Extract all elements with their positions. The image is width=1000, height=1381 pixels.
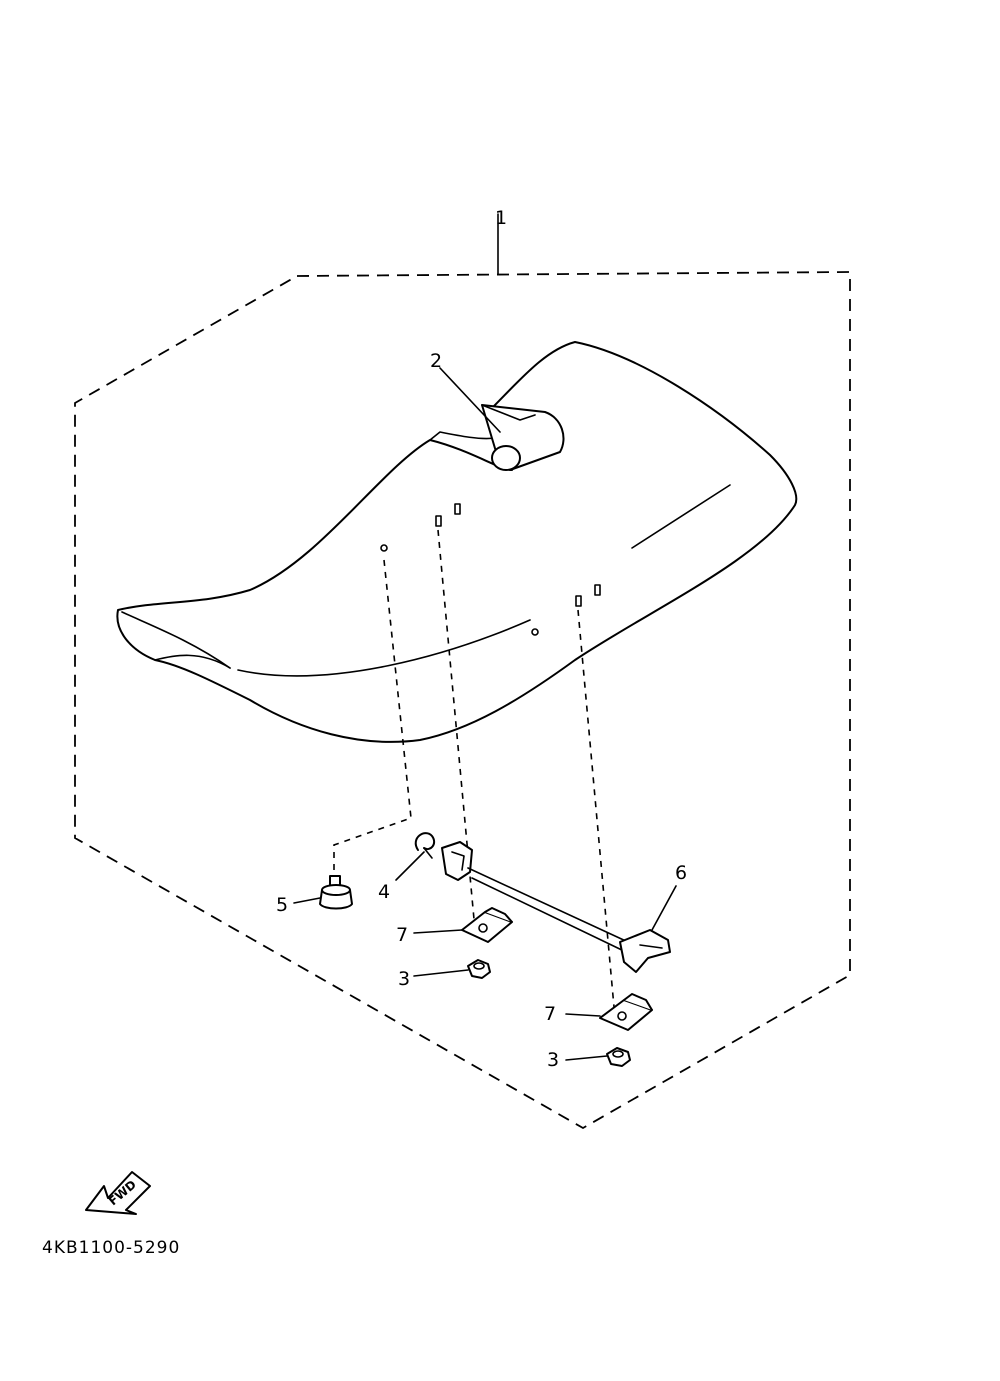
callout-6: 6: [675, 862, 687, 884]
callout-3a: 3: [398, 968, 410, 990]
seat-studs: [380, 503, 601, 636]
seat: [116, 341, 798, 743]
callout-1: 1: [495, 207, 507, 229]
seat-strap: [481, 404, 565, 471]
clip: [414, 832, 436, 859]
align-line-5: [333, 559, 412, 875]
callout-7b: 7: [544, 1003, 556, 1025]
leader-7b: [565, 1013, 601, 1017]
leader-5: [293, 897, 321, 904]
callout-3b: 3: [547, 1049, 559, 1071]
bracket-a: [461, 907, 513, 943]
leader-2: [439, 367, 501, 433]
bracket-b: [599, 993, 653, 1031]
assembly-boundary: [74, 271, 851, 1130]
fwd-arrow-icon: FWD: [85, 1171, 151, 1215]
align-line-7b: [577, 609, 616, 1019]
callout-7a: 7: [396, 924, 408, 946]
diagram-code: 4KB1100-5290: [42, 1238, 181, 1258]
nut-a: [467, 959, 491, 979]
leader-4: [395, 851, 425, 881]
leader-3a: [413, 969, 469, 977]
leader-7a: [413, 929, 463, 934]
damper: [319, 875, 353, 910]
leader-6: [651, 885, 677, 931]
leader-3b: [565, 1055, 608, 1061]
callout-4: 4: [378, 881, 390, 903]
nut-b: [606, 1047, 631, 1067]
callout-2: 2: [430, 350, 442, 372]
callout-5: 5: [276, 894, 288, 916]
seat-lock: [441, 841, 671, 973]
